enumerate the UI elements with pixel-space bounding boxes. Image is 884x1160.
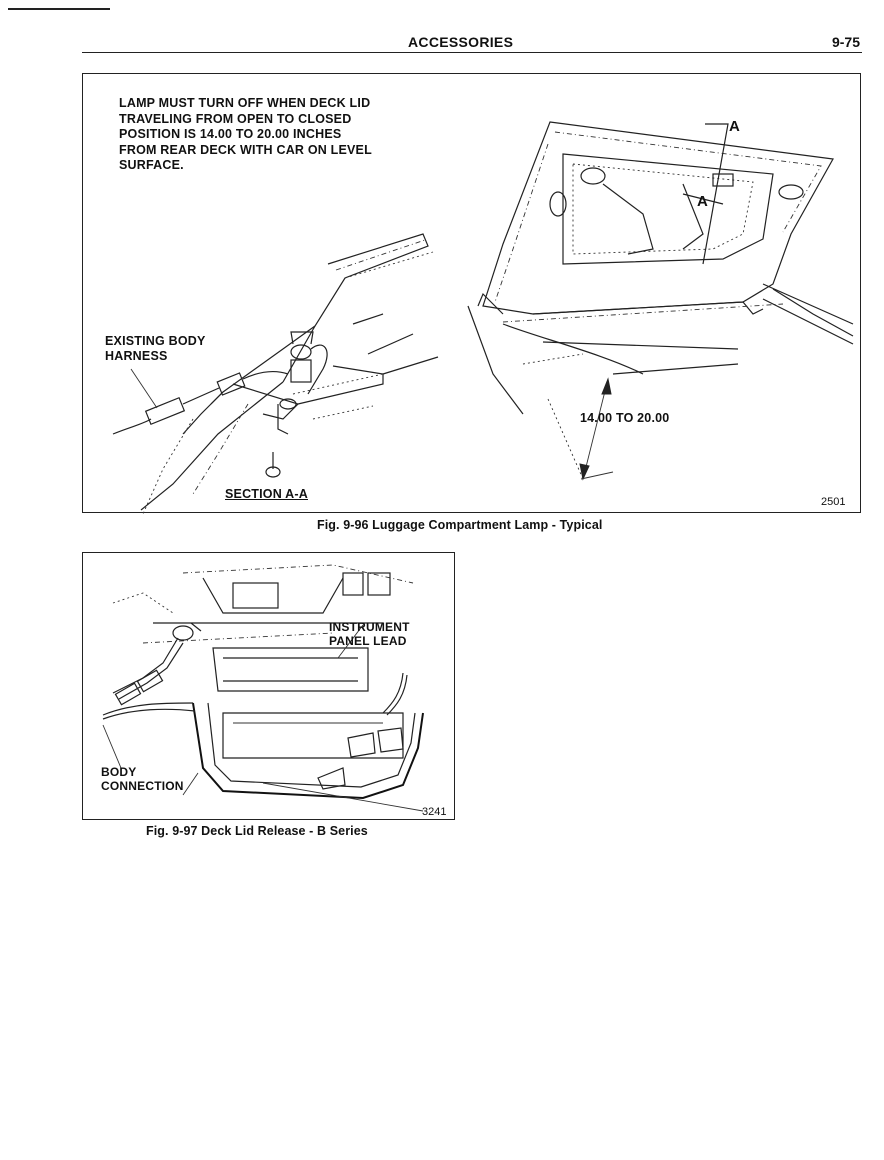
body-connection-label: BODY CONNECTION [101,765,184,793]
figure-9-96-caption: Fig. 9-96 Luggage Compartment Lamp - Typ… [317,518,603,532]
luggage-lamp-illustration [112,121,854,514]
figure-9-97: INSTRUMENT PANEL LEAD BODY CONNECTION 32… [82,552,455,820]
section-a-a-label: SECTION A-A [225,487,308,501]
trunk-interior-drawing [102,564,424,812]
instrument-panel-lead-label: INSTRUMENT PANEL LEAD [329,620,410,648]
deck-lid-release-illustration [102,564,424,812]
section-view-drawing [112,233,439,514]
header-rule [82,52,862,53]
figure-9-96: LAMP MUST TURN OFF WHEN DECK LID TRAVELI… [82,73,861,514]
page-number: 9-75 [831,34,860,50]
page-header: ACCESSORIES 9-75 [82,34,862,54]
lamp-note: LAMP MUST TURN OFF WHEN DECK LID TRAVELI… [119,96,372,172]
figure-9-97-caption: Fig. 9-97 Deck Lid Release - B Series [146,824,368,838]
corner-rule [8,8,110,10]
section-title: ACCESSORIES [408,34,514,50]
figure-ref-number: 2501 [821,496,846,508]
dimension-label: 14.00 TO 20.00 [580,411,670,425]
open-deck-lid-drawing [467,121,854,481]
section-marker-a-lower: A [697,193,709,210]
section-marker-a-upper: A [729,118,741,135]
figure-ref-number-3241: 3241 [422,806,447,818]
existing-body-harness-label: EXISTING BODY HARNESS [105,334,206,363]
